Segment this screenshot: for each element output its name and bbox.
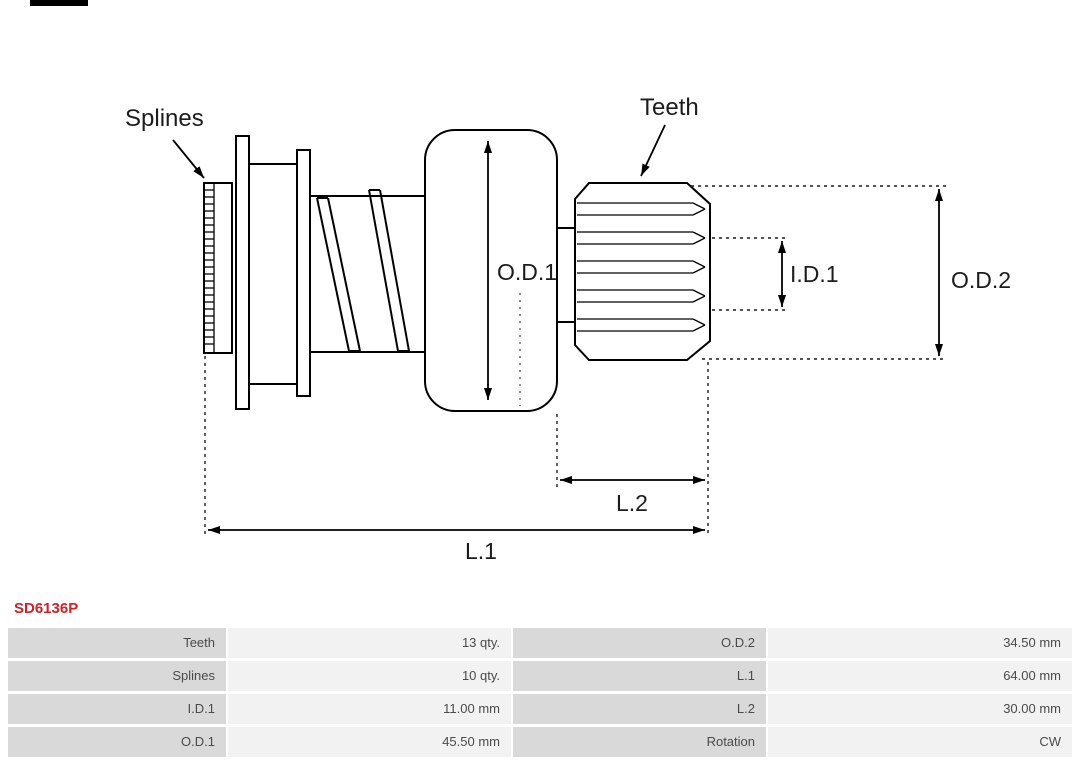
spec-label-cell: I.D.1 (8, 694, 226, 724)
dimension-id1: I.D.1 (712, 237, 839, 311)
spec-label-cell: O.D.1 (8, 727, 226, 757)
callout-splines: Splines (125, 105, 205, 179)
logo-fragment (30, 0, 88, 6)
dimension-l2: L.2 (556, 362, 709, 537)
spec-section: SD6136P Teeth 13 qty. O.D.2 34.50 mm Spl… (0, 600, 1080, 757)
spec-label-cell: Teeth (8, 628, 226, 658)
callout-teeth: Teeth (640, 94, 699, 177)
label-l2: L.2 (616, 490, 648, 516)
return-spring (310, 189, 425, 353)
spec-value-cell: 30.00 mm (768, 694, 1072, 724)
spec-label-cell: L.1 (513, 661, 766, 691)
spec-label-cell: Rotation (513, 727, 766, 757)
label-od1: O.D.1 (497, 259, 557, 285)
engagement-flanges (235, 135, 311, 410)
dimension-od2: O.D.2 (691, 185, 1011, 360)
label-splines: Splines (125, 105, 204, 132)
pinion-neck (557, 227, 575, 323)
spec-value-cell: CW (768, 727, 1072, 757)
spec-value-cell: 13 qty. (228, 628, 511, 658)
label-teeth: Teeth (640, 94, 699, 121)
technical-drawing: O.D.1 O.D.2 I.D.1 L.2 L.1 Splines Teeth (125, 94, 1011, 564)
spec-value-cell: 45.50 mm (228, 727, 511, 757)
part-number: SD6136P (14, 600, 79, 617)
label-od2: O.D.2 (951, 267, 1011, 293)
spec-label-cell: L.2 (513, 694, 766, 724)
pinion-gear (574, 182, 711, 361)
spec-value-cell: 10 qty. (228, 661, 511, 691)
dimension-l1: L.1 (204, 356, 705, 564)
label-l1: L.1 (465, 538, 497, 564)
spec-table: Teeth 13 qty. O.D.2 34.50 mm Splines 10 … (0, 628, 1080, 757)
label-id1: I.D.1 (790, 261, 839, 287)
spec-label-cell: Splines (8, 661, 226, 691)
spec-value-cell: 34.50 mm (768, 628, 1072, 658)
spec-value-cell: 11.00 mm (228, 694, 511, 724)
spec-value-cell: 64.00 mm (768, 661, 1072, 691)
spec-label-cell: O.D.2 (513, 628, 766, 658)
splined-shaft (203, 182, 233, 354)
dimension-od1: O.D.1 (484, 141, 557, 400)
